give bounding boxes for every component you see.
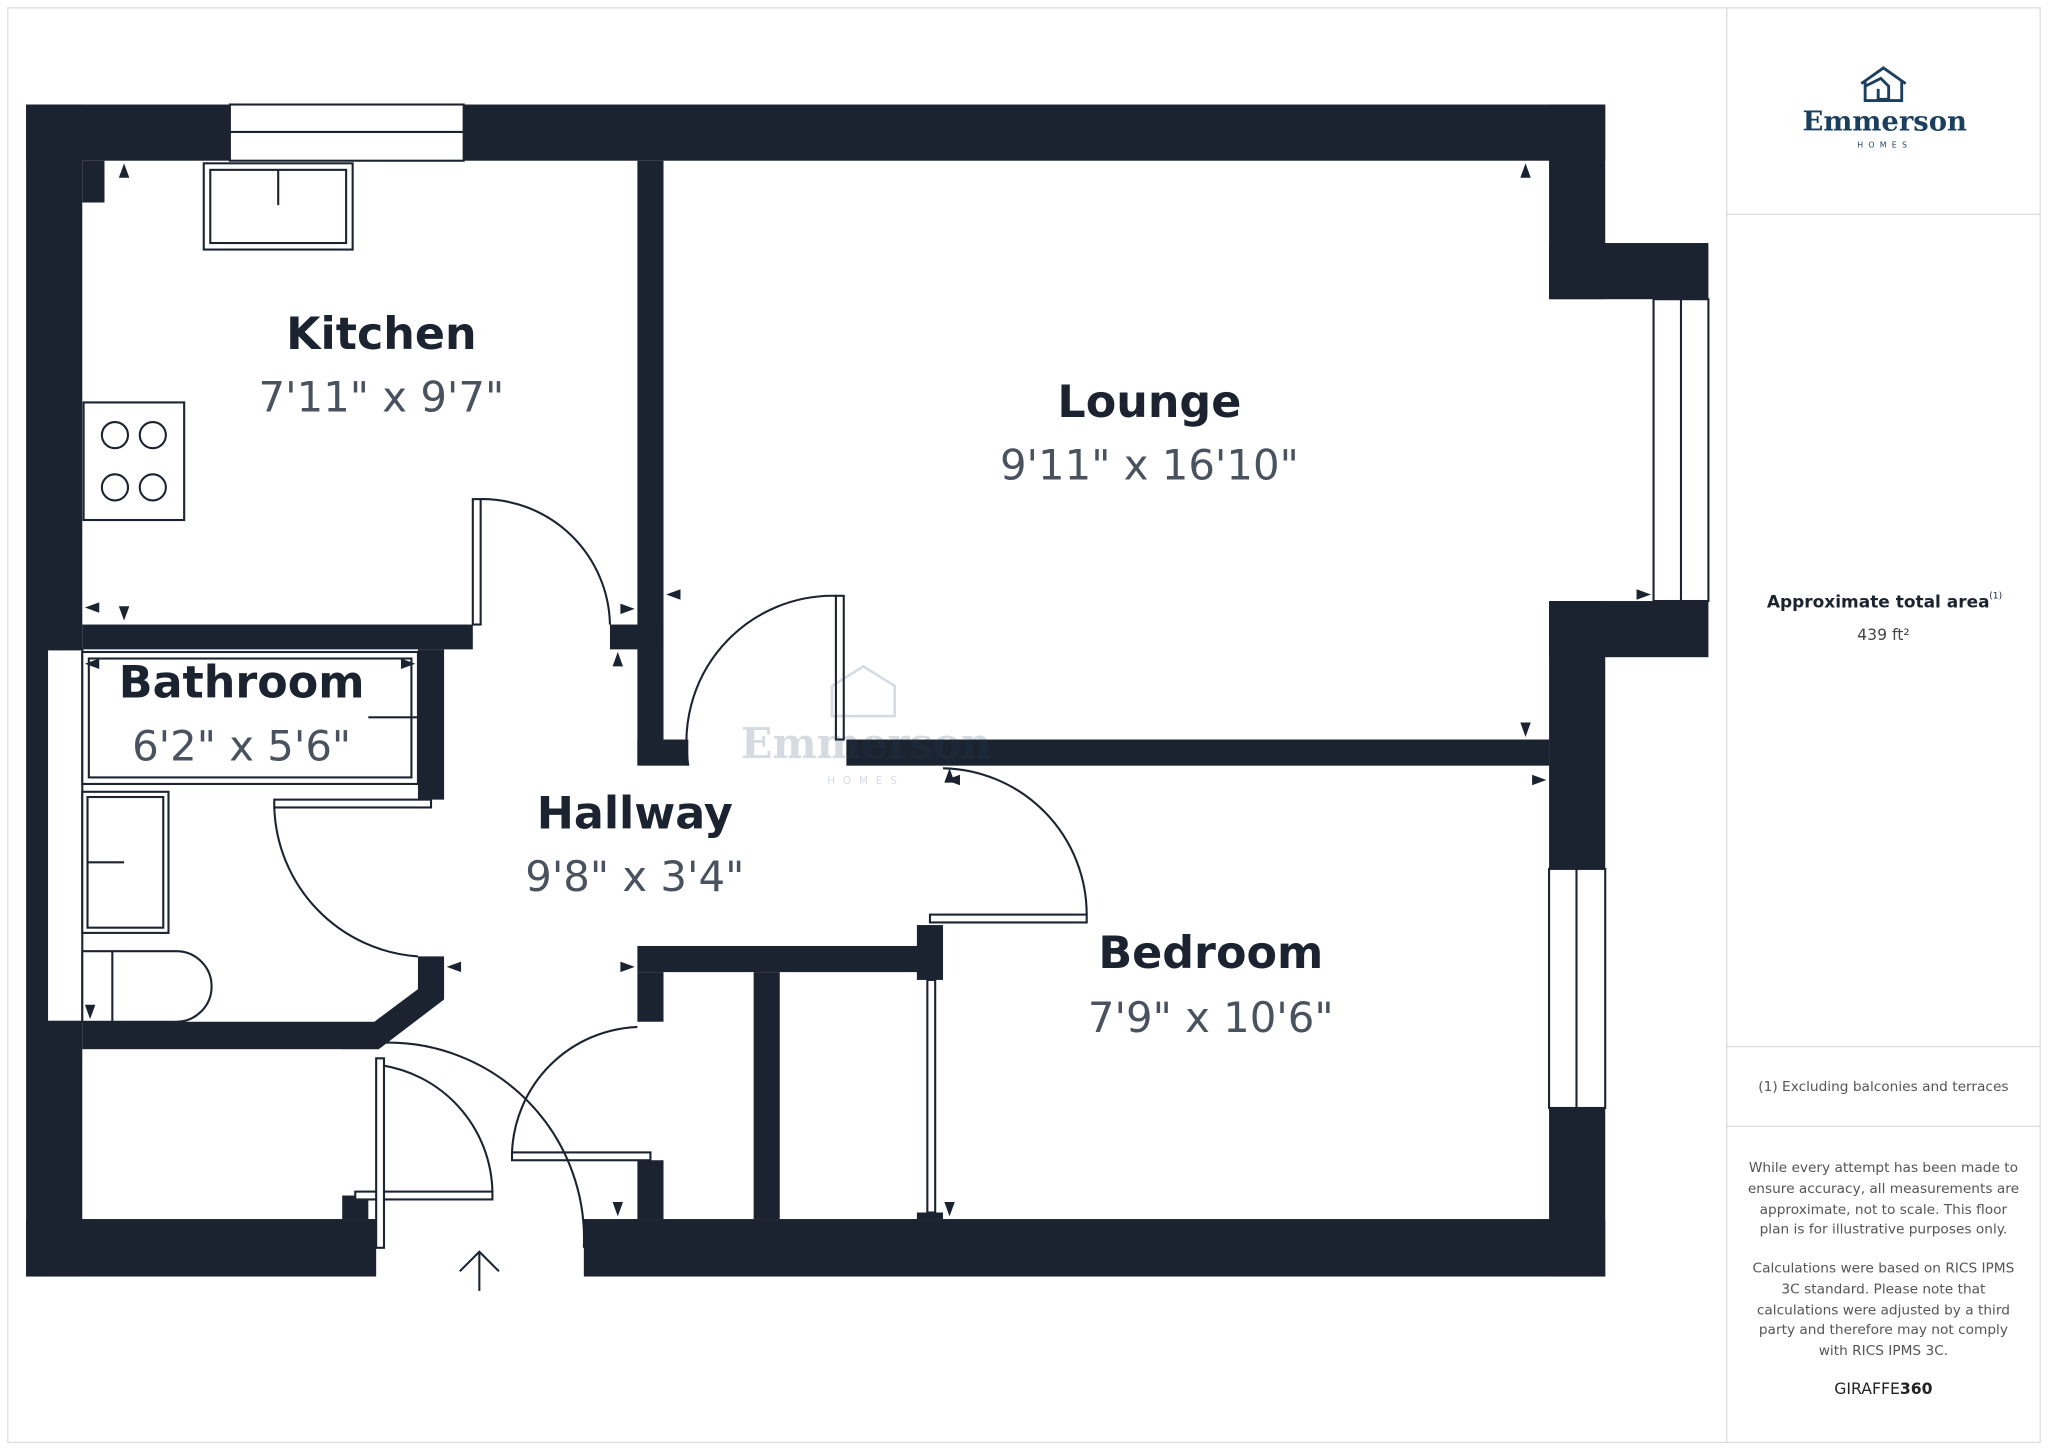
disclaimer-line: 3C standard. Please note that	[1781, 1282, 1986, 1298]
svg-text:Lounge: Lounge	[1057, 377, 1241, 428]
brand-sub: HOMES	[1857, 141, 1912, 150]
credit-logo: GIRAFFE360	[1834, 1379, 1932, 1398]
disclaimer-line: party and therefore may not comply	[1759, 1322, 2008, 1338]
svg-text:Kitchen: Kitchen	[286, 309, 476, 360]
disclaimer-line: approximate, not to scale. This floor	[1760, 1202, 2008, 1218]
fixtures	[81, 162, 420, 1023]
disclaimer-line: calculations were adjusted by a third	[1757, 1302, 2010, 1318]
svg-text:9'8" x 3'4": 9'8" x 3'4"	[525, 852, 744, 901]
disclaimer-line: with RICS IPMS 3C.	[1819, 1343, 1948, 1359]
svg-text:HOMES: HOMES	[827, 775, 904, 787]
svg-text:7'9" x 10'6": 7'9" x 10'6"	[1088, 993, 1334, 1042]
windows	[45, 103, 1710, 1110]
area-label: Approximate total area	[1767, 593, 1990, 613]
disclaimer-line: plan is for illustrative purposes only.	[1760, 1221, 2008, 1237]
svg-text:9'11" x 16'10": 9'11" x 16'10"	[1000, 441, 1299, 490]
room-lounge: Lounge 9'11" x 16'10"	[1000, 377, 1299, 490]
brand-logo: Emmerson HOMES	[1802, 66, 1967, 150]
hob-icon	[82, 401, 186, 522]
footnote: (1) Excluding balconies and terraces	[1758, 1079, 2008, 1095]
house-logo-icon	[1860, 66, 1907, 103]
svg-text:6'2" x 5'6": 6'2" x 5'6"	[132, 721, 351, 770]
disclaimer: While every attempt has been made to ens…	[1748, 1160, 2019, 1359]
svg-text:Bedroom: Bedroom	[1098, 928, 1323, 979]
entrance-arrow-icon	[459, 1250, 500, 1291]
toilet-icon	[81, 950, 213, 1023]
disclaimer-line: Calculations were based on RICS IPMS	[1753, 1261, 2015, 1277]
brand-name: Emmerson	[1802, 106, 1967, 138]
doors	[273, 498, 1088, 1249]
area-note-marker: (1)	[1989, 591, 2002, 601]
room-bedroom: Bedroom 7'9" x 10'6"	[1088, 928, 1334, 1042]
svg-text:7'11" x 9'7": 7'11" x 9'7"	[259, 373, 505, 422]
svg-text:Emmerson: Emmerson	[741, 719, 992, 768]
svg-text:Bathroom: Bathroom	[119, 658, 365, 709]
disclaimer-line: While every attempt has been made to	[1749, 1160, 2018, 1176]
room-hallway: Hallway 9'8" x 3'4"	[525, 788, 744, 901]
room-bathroom: Bathroom 6'2" x 5'6"	[119, 658, 365, 771]
area-value: 439 ft²	[1857, 625, 1910, 644]
disclaimer-line: ensure accuracy, all measurements are	[1748, 1181, 2019, 1197]
dimension-markers	[84, 163, 1651, 1217]
svg-text:Hallway: Hallway	[537, 788, 733, 839]
room-kitchen: Kitchen 7'11" x 9'7"	[259, 309, 505, 422]
watermark-logo: Emmerson HOMES	[741, 664, 992, 787]
